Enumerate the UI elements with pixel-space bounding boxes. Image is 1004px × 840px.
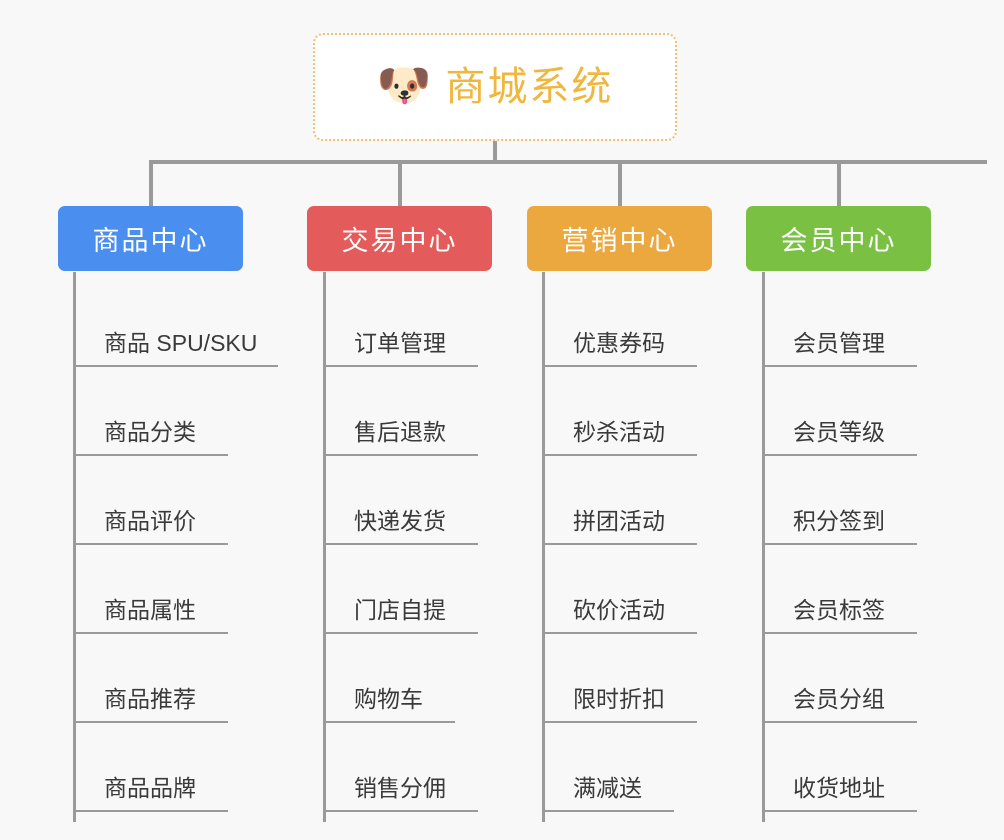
- leaf-item-underline: [762, 721, 917, 723]
- leaf-item[interactable]: 积分签到: [762, 456, 917, 545]
- leaf-item[interactable]: 会员分组: [762, 634, 917, 723]
- leaf-item[interactable]: 商品属性: [73, 545, 257, 634]
- leaf-item[interactable]: 售后退款: [323, 367, 478, 456]
- leaf-item-underline: [762, 454, 917, 456]
- leaf-item-underline: [762, 543, 917, 545]
- leaf-item-label: 收货地址: [793, 775, 885, 801]
- leaf-item-underline: [73, 810, 228, 812]
- leaf-item-underline: [542, 721, 697, 723]
- leaf-item[interactable]: 收货地址: [762, 723, 917, 812]
- leaf-item-underline: [542, 632, 697, 634]
- leaf-item-label: 销售分佣: [354, 775, 446, 801]
- leaf-item-label: 商品推荐: [104, 686, 196, 712]
- trunk-line-交易中心: [323, 272, 326, 822]
- leaf-item-underline: [323, 810, 478, 812]
- leaf-list-交易中心: 订单管理售后退款快递发货门店自提购物车销售分佣: [323, 278, 478, 812]
- leaf-item-underline: [542, 810, 674, 812]
- leaf-item[interactable]: 砍价活动: [542, 545, 697, 634]
- connector-drop-商品中心: [149, 160, 153, 207]
- leaf-item[interactable]: 销售分佣: [323, 723, 478, 812]
- leaf-list-商品中心: 商品 SPU/SKU 商品分类商品评价商品属性商品推荐商品品牌: [73, 278, 278, 812]
- leaf-item[interactable]: 会员标签: [762, 545, 917, 634]
- leaf-item-underline: [73, 543, 228, 545]
- leaf-item-label: 限时折扣: [573, 686, 665, 712]
- leaf-item-underline: [323, 632, 478, 634]
- connector-drop-交易中心: [398, 160, 402, 207]
- leaf-item-underline: [542, 365, 697, 367]
- leaf-item-label: 会员标签: [793, 597, 885, 623]
- leaf-item[interactable]: 优惠券码: [542, 278, 697, 367]
- category-column-会员中心: 会员中心: [746, 206, 931, 271]
- leaf-item-underline: [323, 454, 478, 456]
- category-column-交易中心: 交易中心: [307, 206, 492, 271]
- leaf-item-label: 优惠券码: [573, 330, 665, 356]
- leaf-item[interactable]: 订单管理: [323, 278, 478, 367]
- leaf-item-label: 会员等级: [793, 419, 885, 445]
- leaf-item-underline: [323, 365, 478, 367]
- leaf-list-营销中心: 优惠券码秒杀活动拼团活动砍价活动限时折扣满减送: [542, 278, 697, 812]
- leaf-item-label: 快递发货: [354, 508, 446, 534]
- leaf-item[interactable]: 购物车: [323, 634, 455, 723]
- leaf-item[interactable]: 商品品牌: [73, 723, 257, 812]
- leaf-item-label: 商品品牌: [104, 775, 196, 801]
- trunk-line-会员中心: [762, 272, 765, 822]
- root-node[interactable]: 🐶 商城系统: [313, 33, 677, 141]
- leaf-item-underline: [73, 721, 228, 723]
- category-header-交易中心[interactable]: 交易中心: [307, 206, 492, 271]
- leaf-item[interactable]: 满减送: [542, 723, 674, 812]
- leaf-item-label: 会员分组: [793, 686, 885, 712]
- leaf-item-label: 会员管理: [793, 330, 885, 356]
- trunk-line-商品中心: [73, 272, 76, 822]
- leaf-item-underline: [762, 632, 917, 634]
- root-title: 商城系统: [445, 65, 614, 109]
- leaf-item-label: 砍价活动: [573, 597, 665, 623]
- connector-stem: [493, 141, 497, 163]
- connector-drop-营销中心: [618, 160, 622, 207]
- connector-bus: [151, 160, 987, 164]
- leaf-item-underline: [542, 543, 697, 545]
- leaf-item[interactable]: 限时折扣: [542, 634, 697, 723]
- leaf-item-label: 售后退款: [354, 419, 446, 445]
- connector-drop-会员中心: [837, 160, 841, 207]
- leaf-item-label: 订单管理: [354, 330, 446, 356]
- leaf-item-label: 积分签到: [793, 508, 885, 534]
- leaf-item[interactable]: 拼团活动: [542, 456, 697, 545]
- leaf-item-label: 秒杀活动: [573, 419, 665, 445]
- leaf-item-label: 商品评价: [104, 508, 196, 534]
- leaf-item-underline: [73, 454, 228, 456]
- trunk-line-营销中心: [542, 272, 545, 822]
- category-column-商品中心: 商品中心: [58, 206, 243, 271]
- leaf-item-underline: [73, 632, 228, 634]
- leaf-item-label: 购物车: [354, 686, 423, 712]
- dog-face-icon: 🐶: [376, 61, 432, 110]
- leaf-item-label: 商品分类: [104, 419, 196, 445]
- leaf-item-label: 拼团活动: [573, 508, 665, 534]
- leaf-item-label: 满减送: [573, 775, 642, 801]
- leaf-item-underline: [323, 721, 455, 723]
- leaf-item-underline: [73, 365, 278, 367]
- leaf-item[interactable]: 门店自提: [323, 545, 478, 634]
- category-column-营销中心: 营销中心: [527, 206, 712, 271]
- leaf-item-underline: [762, 810, 917, 812]
- leaf-item[interactable]: 商品推荐: [73, 634, 257, 723]
- leaf-item-underline: [762, 365, 917, 367]
- leaf-item-underline: [323, 543, 478, 545]
- leaf-item-label: 商品 SPU/SKU: [104, 330, 258, 356]
- category-header-会员中心[interactable]: 会员中心: [746, 206, 931, 271]
- leaf-item-underline: [542, 454, 697, 456]
- leaf-item[interactable]: 秒杀活动: [542, 367, 697, 456]
- leaf-item-label: 门店自提: [354, 597, 446, 623]
- leaf-item[interactable]: 商品分类: [73, 367, 257, 456]
- leaf-item[interactable]: 会员管理: [762, 278, 917, 367]
- category-header-营销中心[interactable]: 营销中心: [527, 206, 712, 271]
- leaf-item-label: 商品属性: [104, 597, 196, 623]
- leaf-item[interactable]: 快递发货: [323, 456, 478, 545]
- leaf-item[interactable]: 商品评价: [73, 456, 257, 545]
- category-header-商品中心[interactable]: 商品中心: [58, 206, 243, 271]
- leaf-list-会员中心: 会员管理会员等级积分签到会员标签会员分组收货地址: [762, 278, 917, 812]
- leaf-item[interactable]: 商品 SPU/SKU: [73, 278, 278, 367]
- leaf-item[interactable]: 会员等级: [762, 367, 917, 456]
